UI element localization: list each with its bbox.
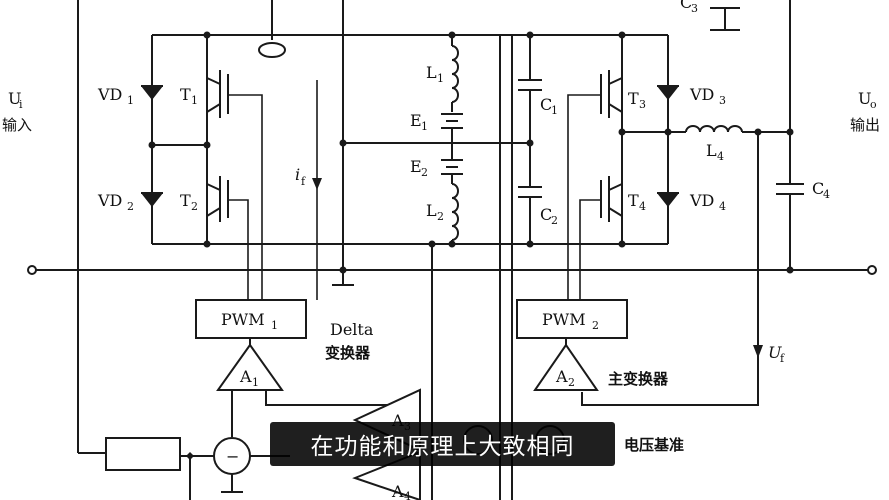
c4-subscript: 4 [823, 188, 830, 201]
l2-subscript: 2 [437, 210, 444, 223]
ui-subscript: i [19, 98, 23, 111]
t4-label: T [628, 191, 639, 210]
transistor-t3-icon [567, 70, 623, 300]
uf-label: U [768, 343, 782, 362]
c1-subscript: 1 [551, 104, 558, 117]
if-subscript: f [301, 175, 306, 188]
vd4-subscript: 4 [719, 200, 726, 213]
junction-dots [148, 31, 794, 274]
c1-label: C [540, 95, 552, 114]
diode-vd3-icon [657, 85, 679, 100]
t2-label: T [180, 191, 191, 210]
pwm1-subscript: 1 [271, 319, 278, 332]
l2-label: L [426, 201, 437, 220]
c2-label: C [540, 205, 552, 224]
vd2-label: VD [97, 191, 122, 210]
l4-subscript: 4 [717, 150, 724, 163]
vd4-label: VD [689, 191, 714, 210]
vd2-subscript: 2 [127, 200, 134, 213]
main-converter-label: 主变换器 [608, 370, 669, 388]
inductor-l2-icon [451, 174, 459, 244]
filter-block [105, 437, 181, 471]
input-terminal [27, 265, 37, 275]
a4-label: A [391, 482, 404, 500]
diode-vd2-icon [141, 192, 163, 207]
a1-label: A [239, 367, 252, 386]
t2-subscript: 2 [191, 200, 198, 213]
current-sensor-icon [258, 42, 286, 58]
diode-vd4-icon [657, 192, 679, 207]
c2-subscript: 2 [551, 214, 558, 227]
if-arrow-icon [312, 178, 322, 190]
e2-subscript: 2 [421, 166, 428, 179]
capacitor-c4-icon [776, 132, 804, 270]
transistor-t1-icon [206, 70, 263, 300]
video-subtitle: 在功能和原理上大致相同 [270, 422, 615, 466]
ui-symbol: U [8, 89, 21, 108]
e2-label: E [410, 157, 422, 176]
amplifier-a1-icon [216, 343, 284, 391]
l1-label: L [426, 63, 437, 82]
t3-subscript: 3 [639, 98, 646, 111]
subtractor-sign: − [226, 447, 239, 466]
if-label: i [295, 165, 300, 184]
vd3-subscript: 3 [719, 94, 726, 107]
voltage-reference-label: 电压基准 [624, 436, 684, 454]
capacitor-c3-icon [710, 7, 740, 31]
e1-subscript: 1 [421, 120, 428, 133]
pwm1-label: PWM [221, 310, 265, 329]
vd1-subscript: 1 [127, 94, 134, 107]
battery-e1-icon [441, 113, 463, 160]
a1-input-wire [265, 390, 400, 406]
e1-label: E [410, 111, 422, 130]
transistor-t2-icon [206, 176, 249, 300]
uf-subscript: f [780, 352, 785, 365]
t4-subscript: 4 [639, 200, 646, 213]
pwm1-block [195, 299, 307, 339]
ui-label: 输入 [2, 116, 32, 134]
uo-symbol: U [858, 89, 871, 108]
delta-label-line2: 变换器 [325, 344, 371, 362]
output-terminal [867, 265, 877, 275]
vd3-label: VD [689, 85, 714, 104]
t1-subscript: 1 [191, 94, 198, 107]
uo-label: 输出 [850, 116, 880, 134]
pwm2-block [516, 299, 628, 339]
battery-e2-icon [441, 159, 463, 175]
inductor-l1-icon [451, 35, 459, 112]
uf-feedback-wire [581, 132, 759, 406]
uo-subscript: o [870, 98, 877, 111]
c4-label: C [812, 179, 824, 198]
vd1-label: VD [97, 85, 122, 104]
a1-subscript: 1 [252, 376, 259, 389]
inductor-l4-icon [685, 125, 743, 133]
t1-label: T [180, 85, 191, 104]
uf-arrow-icon [753, 345, 763, 358]
a2-subscript: 2 [568, 376, 575, 389]
t3-label: T [628, 89, 639, 108]
l4-label: L [706, 141, 717, 160]
a2-label: A [555, 367, 568, 386]
diode-vd1-icon [141, 85, 163, 100]
amplifier-a2-icon [533, 343, 599, 391]
pwm2-label: PWM [542, 310, 586, 329]
c3-subscript: 3 [691, 2, 698, 15]
capacitor-c1-icon [518, 35, 542, 143]
delta-label-line1: Delta [330, 320, 374, 339]
pwm2-subscript: 2 [592, 319, 599, 332]
l1-subscript: 1 [437, 72, 444, 85]
a4-subscript: 4 [404, 490, 411, 500]
capacitor-c2-icon [518, 143, 542, 244]
c3-label: C [680, 0, 692, 12]
transistor-t4-icon [579, 176, 623, 300]
subtitle-text: 在功能和原理上大致相同 [310, 434, 575, 460]
block-junction [186, 452, 194, 460]
